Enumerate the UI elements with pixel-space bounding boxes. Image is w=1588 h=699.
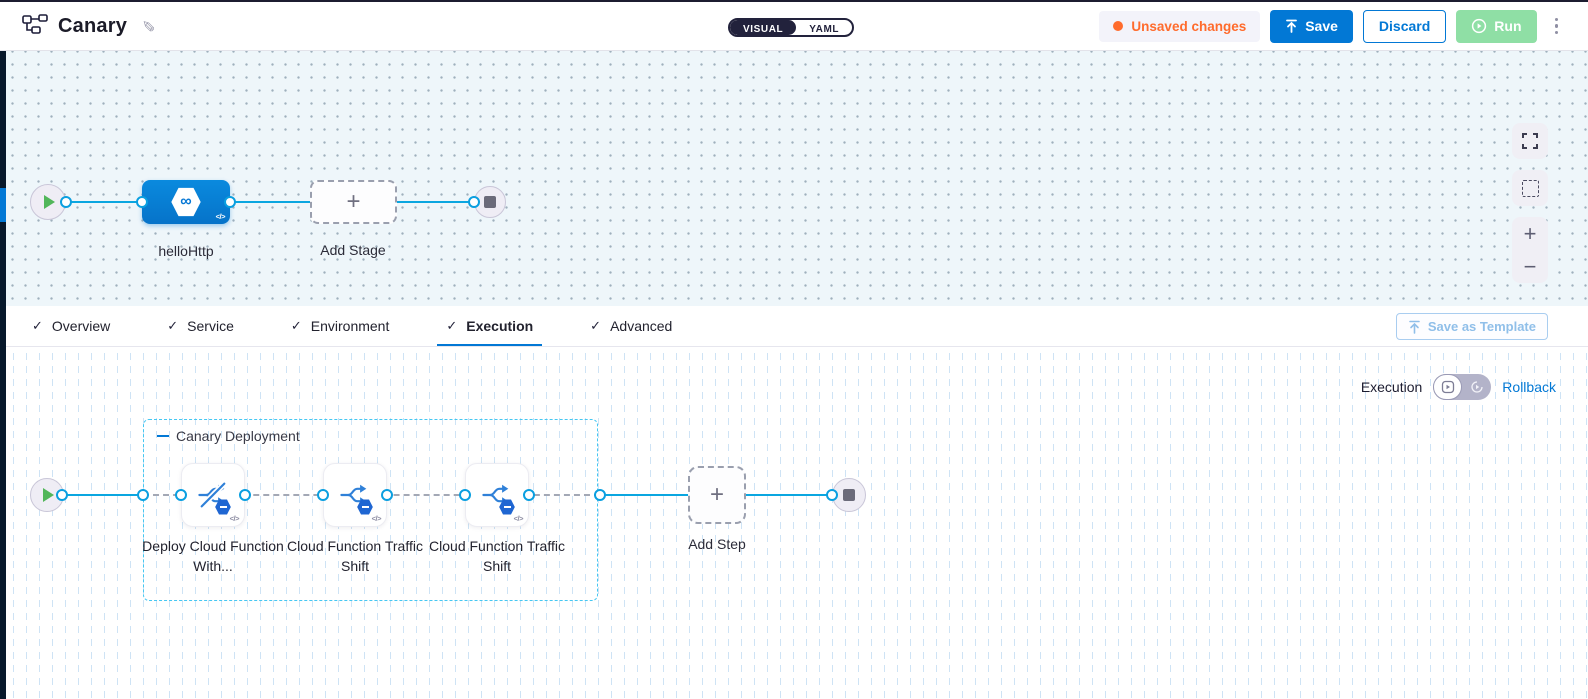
visual-yaml-toggle: VISUAL YAML bbox=[728, 18, 855, 37]
plus-icon: + bbox=[709, 481, 724, 508]
check-icon: ✓ bbox=[290, 318, 302, 333]
connector-dot[interactable] bbox=[523, 489, 535, 501]
discard-button[interactable]: Discard bbox=[1362, 9, 1447, 43]
rollback-circle-icon bbox=[1471, 381, 1483, 393]
step-node-deploy-cloud-function[interactable]: </> bbox=[181, 463, 245, 527]
play-circle-icon bbox=[1472, 18, 1487, 34]
rollback-link[interactable]: Rollback bbox=[1502, 379, 1556, 395]
step-group-canary-deployment[interactable]: Canary Deployment bbox=[143, 419, 598, 601]
check-icon: ✓ bbox=[446, 318, 458, 333]
pipeline-flow-line bbox=[48, 201, 490, 203]
fullscreen-icon bbox=[1522, 133, 1538, 149]
upload-icon bbox=[1409, 320, 1420, 334]
code-icon: </> bbox=[215, 212, 226, 221]
add-stage-label: Add Stage bbox=[320, 242, 386, 258]
step-node-traffic-shift-1[interactable]: </> bbox=[323, 463, 387, 527]
start-play-icon bbox=[43, 488, 54, 502]
page-title: Canary bbox=[58, 14, 128, 37]
connector-dot[interactable] bbox=[56, 489, 68, 501]
step-node-traffic-shift-2[interactable]: </> bbox=[465, 463, 529, 527]
stop-icon bbox=[843, 489, 855, 501]
tab-overview[interactable]: ✓ Overview bbox=[32, 318, 111, 334]
step-label: Cloud Function Traffic Shift bbox=[429, 538, 565, 574]
code-icon: </> bbox=[229, 514, 240, 523]
more-options-menu-icon[interactable] bbox=[1547, 12, 1567, 41]
stage-label: helloHttp bbox=[158, 243, 214, 259]
add-stage-button[interactable]: + bbox=[310, 180, 397, 224]
plus-icon: + bbox=[346, 188, 361, 215]
stage-config-tabs: ✓ Overview ✓ Service ✓ Environment ✓ Exe… bbox=[0, 306, 1588, 347]
exec-flow-line bbox=[47, 494, 143, 496]
rollback-mode-segment[interactable] bbox=[1462, 374, 1491, 400]
unsaved-dot-icon bbox=[1113, 21, 1124, 31]
multi-select-button[interactable] bbox=[1512, 170, 1548, 206]
step-label: Deploy Cloud Function With... bbox=[142, 538, 284, 574]
zoom-controls: + − bbox=[1512, 217, 1548, 283]
pipeline-icon bbox=[22, 13, 48, 39]
tab-service[interactable]: ✓ Service bbox=[167, 318, 234, 334]
execution-mode-segment[interactable] bbox=[1433, 374, 1463, 400]
connector-dot[interactable] bbox=[381, 489, 393, 501]
connector-dot[interactable] bbox=[317, 489, 329, 501]
connector-dot[interactable] bbox=[136, 196, 148, 208]
play-box-icon bbox=[1441, 380, 1454, 394]
left-nav-active-segment bbox=[0, 188, 6, 222]
connector-dot[interactable] bbox=[468, 196, 480, 208]
step-label: Cloud Function Traffic Shift bbox=[287, 538, 423, 574]
edit-pipeline-name-icon[interactable]: ✎ bbox=[138, 19, 156, 33]
yaml-toggle-button[interactable]: YAML bbox=[809, 24, 840, 35]
connector-dot[interactable] bbox=[60, 196, 72, 208]
collapsed-left-nav[interactable] bbox=[0, 51, 6, 699]
tab-execution[interactable]: ✓ Execution bbox=[437, 306, 542, 346]
execution-rollback-toggle[interactable] bbox=[1433, 374, 1492, 400]
execution-canvas[interactable]: Execution Rollback Canary Deployment bbox=[0, 347, 1588, 699]
connector-dot[interactable] bbox=[826, 489, 838, 501]
add-step-label: Add Step bbox=[688, 536, 746, 552]
unsaved-changes-badge: Unsaved changes bbox=[1099, 10, 1261, 42]
connector-dot[interactable] bbox=[137, 489, 149, 501]
step-group-title: Canary Deployment bbox=[176, 428, 300, 444]
save-as-template-button[interactable]: Save as Template bbox=[1395, 313, 1548, 340]
collapse-group-icon[interactable] bbox=[157, 434, 169, 438]
run-button[interactable]: Run bbox=[1456, 9, 1537, 43]
serverless-stage-icon: ∞ bbox=[171, 187, 201, 217]
connector-dot[interactable] bbox=[459, 489, 471, 501]
check-icon: ✓ bbox=[167, 318, 179, 333]
fullscreen-button[interactable] bbox=[1512, 123, 1548, 159]
zoom-out-button[interactable]: − bbox=[1523, 253, 1537, 279]
header: Canary ✎ VISUAL YAML Unsaved changes Sav… bbox=[0, 0, 1588, 51]
start-play-icon bbox=[44, 195, 55, 209]
pipeline-canvas[interactable]: ∞ </> helloHttp + Add Stage + − bbox=[0, 51, 1588, 306]
tab-advanced[interactable]: ✓ Advanced bbox=[590, 318, 673, 334]
code-icon: </> bbox=[371, 514, 382, 523]
hexagon-badge-icon bbox=[499, 499, 515, 515]
stage-node-hellohttp[interactable]: ∞ </> bbox=[142, 180, 230, 224]
check-icon: ✓ bbox=[590, 318, 602, 333]
visual-toggle-button[interactable]: VISUAL bbox=[730, 20, 797, 35]
save-button[interactable]: Save bbox=[1270, 9, 1353, 43]
zoom-in-button[interactable]: + bbox=[1523, 220, 1537, 246]
stop-icon bbox=[484, 196, 496, 208]
check-icon: ✓ bbox=[32, 318, 43, 333]
add-step-button[interactable]: + bbox=[688, 466, 746, 524]
code-icon: </> bbox=[513, 514, 524, 523]
connector-dot[interactable] bbox=[239, 489, 251, 501]
hexagon-badge-icon bbox=[357, 499, 373, 515]
tab-environment[interactable]: ✓ Environment bbox=[290, 318, 390, 334]
hexagon-badge-icon bbox=[215, 499, 231, 515]
connector-dot[interactable] bbox=[175, 489, 187, 501]
selection-box-icon bbox=[1521, 179, 1539, 197]
upload-icon bbox=[1286, 19, 1298, 33]
connector-dot[interactable] bbox=[224, 196, 236, 208]
execution-mode-label: Execution bbox=[1360, 379, 1423, 395]
connector-dot[interactable] bbox=[594, 489, 606, 501]
